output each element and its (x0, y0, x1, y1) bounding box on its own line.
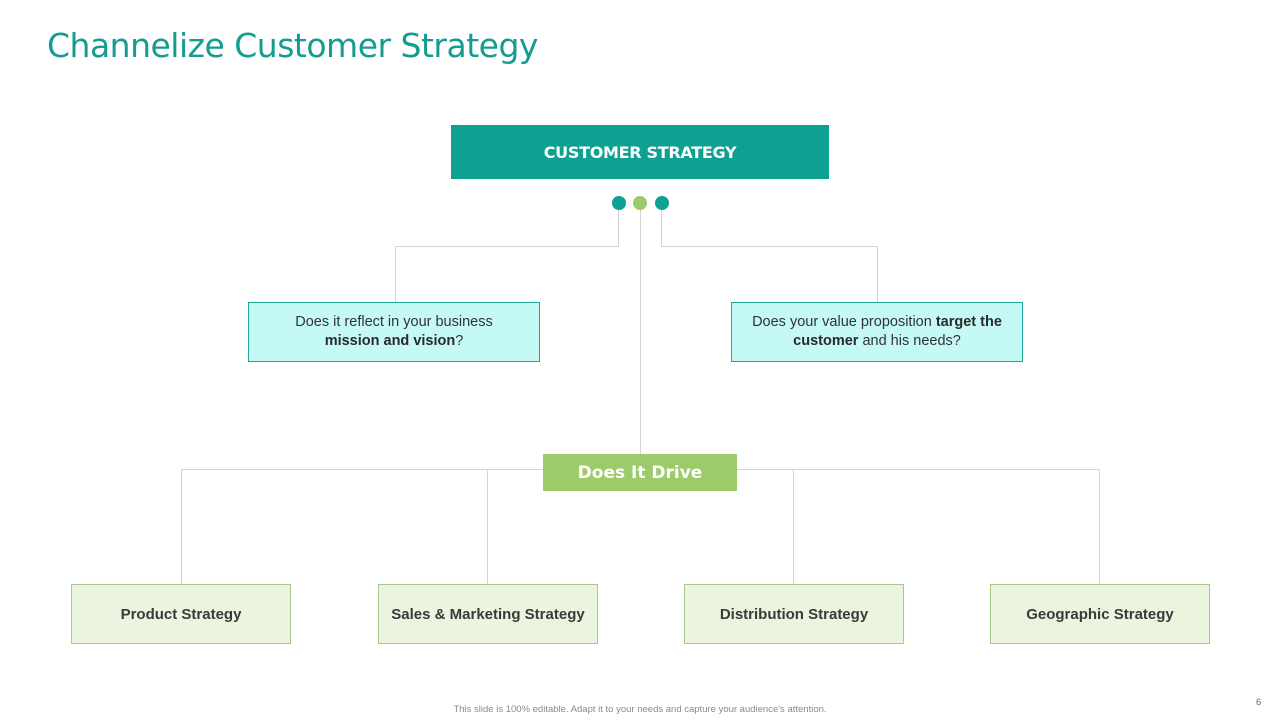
connector-line (181, 469, 182, 584)
question-emphasis: target the customer (793, 314, 1002, 349)
strategy-label: Distribution Strategy (719, 605, 869, 623)
connector-line (618, 210, 619, 246)
connector-line (395, 246, 619, 247)
customer-strategy-box: CUSTOMER STRATEGY (451, 125, 829, 179)
strategy-label: Product Strategy (120, 605, 242, 623)
question-box-value-proposition: Does your value proposition target the c… (731, 302, 1023, 362)
strategy-label: Sales & Marketing Strategy (391, 605, 585, 623)
connector-line (661, 210, 662, 246)
question-emphasis: mission and vision (324, 333, 456, 349)
does-it-drive-label: Does It Drive (577, 462, 703, 483)
question-text: Does it reflect in your business (295, 314, 493, 330)
connector-dot-left (612, 196, 626, 210)
strategy-label: Geographic Strategy (1026, 605, 1174, 623)
slide-title: Channelize Customer Strategy (47, 26, 538, 65)
strategy-box-distribution: Distribution Strategy (684, 584, 904, 644)
connector-line (1099, 469, 1100, 584)
connector-line (661, 246, 878, 247)
customer-strategy-label: CUSTOMER STRATEGY (543, 142, 737, 162)
strategy-box-geographic: Geographic Strategy (990, 584, 1210, 644)
connector-dot-center (633, 196, 647, 210)
footer-note: This slide is 100% editable. Adapt it to… (453, 704, 827, 715)
connector-line (877, 246, 878, 302)
connector-line (395, 246, 396, 302)
question-box-mission: Does it reflect in your business mission… (248, 302, 540, 362)
page-number: 6 (1256, 697, 1262, 708)
does-it-drive-box: Does It Drive (543, 454, 737, 491)
connector-line (487, 469, 488, 584)
connector-line (793, 469, 794, 584)
question-text: and his needs? (858, 333, 961, 349)
question-text: Does your value proposition (752, 314, 936, 330)
strategy-box-product: Product Strategy (71, 584, 291, 644)
strategy-box-sales-marketing: Sales & Marketing Strategy (378, 584, 598, 644)
question-text: ? (455, 333, 464, 349)
connector-dot-right (655, 196, 669, 210)
connector-line (640, 210, 641, 454)
